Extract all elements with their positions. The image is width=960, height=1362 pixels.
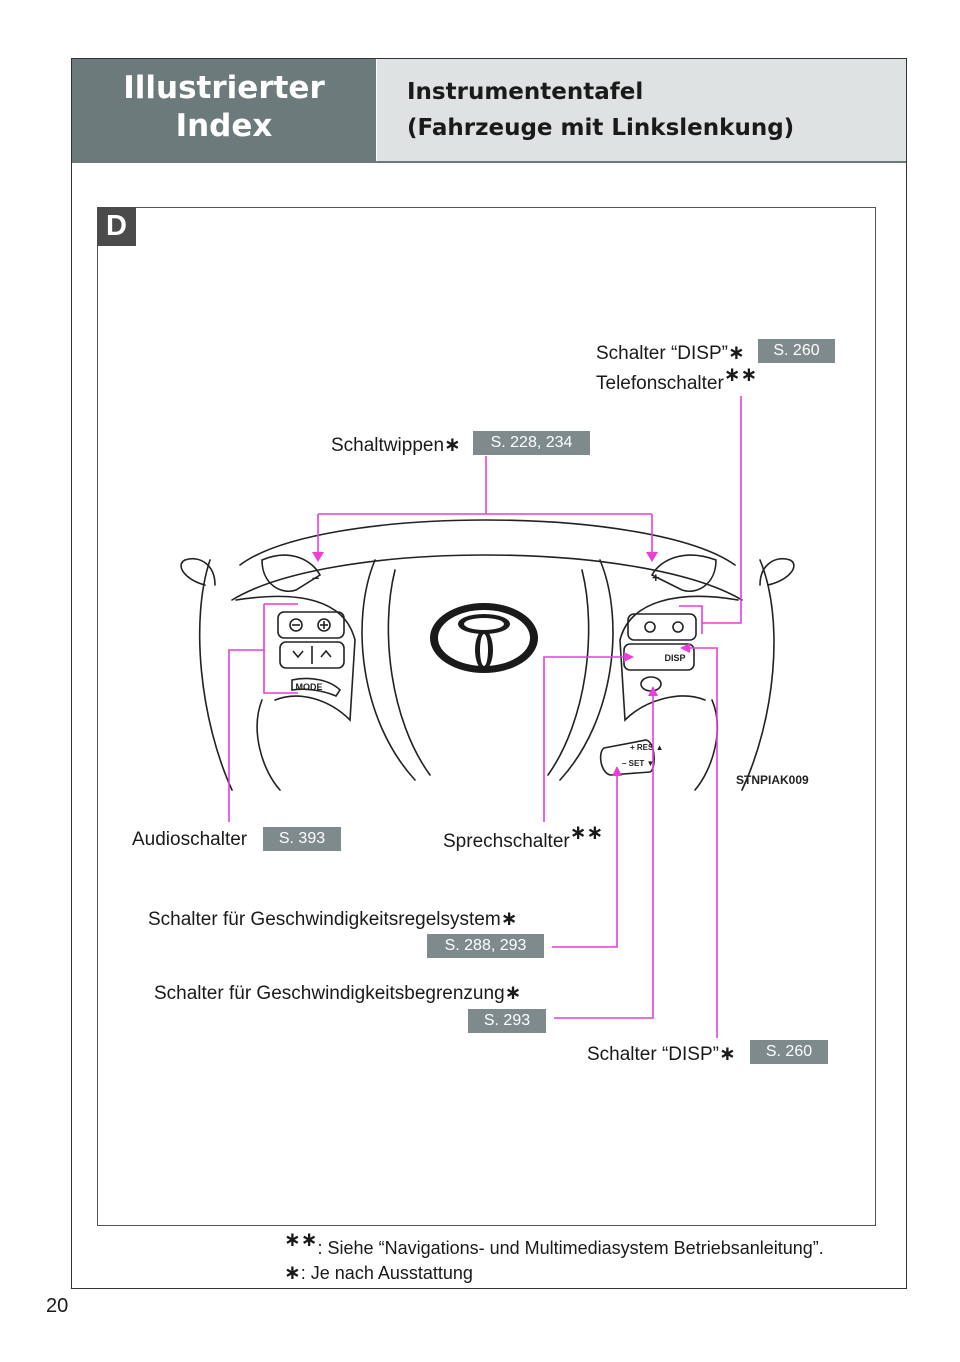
leader-lines [228,396,742,1038]
single-asterisk: ∗ [500,906,518,930]
header-divider [72,161,906,163]
illustration-code: STNPIAK009 [736,773,809,787]
paddle-plus-text: + [652,570,660,585]
page-frame [71,58,907,1289]
label-disp-bottom: Schalter “DISP”∗ [587,1041,736,1065]
paddle-right [650,554,717,592]
section-title: Illustrierter Index [123,70,325,144]
label-geschw-regel: Schalter für Geschwindigkeitsregelsystem… [148,906,518,930]
double-asterisk: ∗∗ [569,820,604,844]
page-ref-schaltwippen[interactable]: S. 228, 234 [473,431,590,455]
disp-switch-text: DISP [664,653,685,663]
single-asterisk: ∗ [284,1260,301,1284]
illustration-panel [97,207,876,1226]
panel-tab: D [97,207,136,246]
paddle-minus-text: – [312,570,319,585]
page-title-line-2: (Fahrzeuge mit Linkslenkung) [407,115,795,141]
single-asterisk: ∗ [504,980,522,1004]
single-asterisk: ∗ [444,432,461,456]
footnote-single-star: ∗: Je nach Ausstattung [284,1260,473,1284]
label-audio: Audioschalter [132,829,248,850]
page-ref-geschw-regel[interactable]: S. 288, 293 [427,934,544,958]
wheel-rim-right [741,559,775,791]
page-number: 20 [46,1295,69,1317]
double-asterisk: ∗∗ [284,1227,318,1251]
toyota-emblem [430,603,538,673]
label-sprech: Sprechschalter∗∗ [443,820,604,852]
wheel-rim-left [198,559,233,791]
page-ref-geschw-begr[interactable]: S. 293 [468,1009,546,1033]
label-schaltwippen: Schaltwippen∗ [331,432,461,456]
page-ref-disp-top[interactable]: S. 260 [758,339,835,363]
page-ref-audio[interactable]: S. 393 [263,827,341,851]
label-telefon: Telefonschalter∗∗ [596,362,758,394]
single-asterisk: ∗ [718,1041,736,1065]
double-asterisk: ∗∗ [723,362,758,386]
leader-arrowheads [312,552,690,776]
page-title-line-1: Instrumententafel [407,79,644,105]
label-geschw-begr: Schalter für Geschwindigkeitsbegrenzung∗ [154,980,522,1004]
res-switch-text: + RES ▲ [630,743,663,752]
section-header: Illustrierter Index [72,59,376,161]
page-ref-disp-bottom[interactable]: S. 260 [750,1040,828,1064]
mode-switch-text: MODE [296,682,323,692]
single-asterisk: ∗ [727,340,745,364]
set-switch-text: – SET ▼ [622,759,654,768]
paddle-left [261,554,322,592]
cruise-control-lever [599,739,655,776]
footnote-double-star: ∗∗: Siehe “Navigations- und Multimediasy… [284,1227,824,1258]
label-disp-top: Schalter “DISP”∗ [596,340,745,364]
page-title-bar [377,59,906,161]
